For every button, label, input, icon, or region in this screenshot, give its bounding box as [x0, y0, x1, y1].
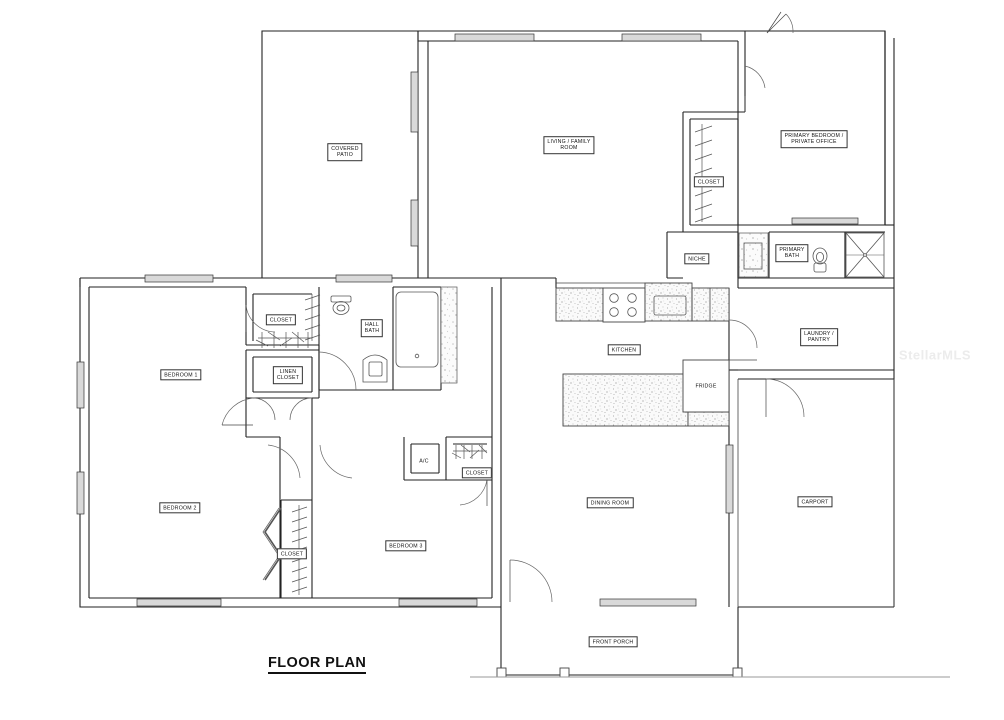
page-title: FLOOR PLAN [268, 655, 367, 674]
cooktop-burners-icon [609, 293, 637, 317]
stellar-mls-watermark: StellarMLS [898, 347, 972, 363]
room-label-primary-bath: PRIMARY BATH [775, 244, 809, 262]
bath-tile-strip [440, 286, 458, 384]
windows [76, 33, 859, 607]
primary-closet-walls [682, 111, 745, 233]
closet-rod-hatch-hall [255, 331, 312, 348]
room-label-primary-bedroom: PRIMARY BEDROOM / PRIVATE OFFICE [780, 130, 848, 148]
room-label-hall-bath: HALL BATH [360, 319, 384, 337]
door-swings [221, 11, 805, 603]
room-label-closet-hall: CLOSET [265, 314, 297, 326]
room-label-carport: CARPORT [797, 496, 833, 508]
room-label-fridge: FRIDGE [692, 381, 720, 391]
bifold-door-bed2 [262, 507, 282, 581]
kitchen-sink-icon [653, 295, 687, 316]
room-label-bedroom-3: BEDROOM 3 [385, 540, 427, 552]
hall-closet-walls [245, 287, 320, 438]
kitchen-counter-left [555, 287, 604, 322]
room-label-front-porch: FRONT PORCH [588, 636, 638, 648]
closet-rod-hatch-bed3 [451, 444, 488, 459]
room-label-closet-bed2: CLOSET [276, 548, 308, 560]
bed2-closet-walls [279, 437, 313, 598]
primary-closet-x [845, 232, 885, 278]
toilet-hall-icon [330, 295, 352, 315]
kitchen-counter-right [691, 287, 730, 322]
cooktop [602, 287, 646, 323]
room-label-dining-room: DINING ROOM [586, 497, 634, 509]
shower-pan-icon [743, 242, 763, 270]
kitchen-island [562, 373, 689, 427]
toilet-primary-icon [812, 247, 828, 273]
vanity-sink-icon [362, 354, 388, 383]
counter-stub [687, 411, 730, 427]
room-label-linen-closet: LINEN CLOSET [272, 366, 304, 384]
room-label-ac-unit: A/C [416, 456, 432, 466]
room-label-niche: NICHE [684, 253, 710, 265]
carport-detail [737, 379, 895, 607]
room-label-laundry-pantry: LAUNDRY / PANTRY [800, 328, 838, 346]
closet-rod-hatch-vertical [304, 294, 321, 341]
ac-closet-walls [403, 436, 492, 481]
closet-rod-hatch-primary [694, 124, 713, 223]
bathtub-icon [395, 291, 439, 368]
room-label-kitchen: KITCHEN [607, 344, 641, 356]
room-label-closet-primary: CLOSET [693, 176, 725, 188]
niche-walls [666, 231, 683, 279]
porch-columns [470, 667, 950, 678]
room-label-covered-patio: COVERED PATIO [327, 143, 363, 161]
room-label-bedroom-2: BEDROOM 2 [159, 502, 201, 514]
room-label-living-family: LIVING / FAMILY ROOM [543, 136, 595, 154]
room-label-closet-bed3: CLOSET [461, 467, 493, 479]
room-label-bedroom-1: BEDROOM 1 [160, 369, 202, 381]
